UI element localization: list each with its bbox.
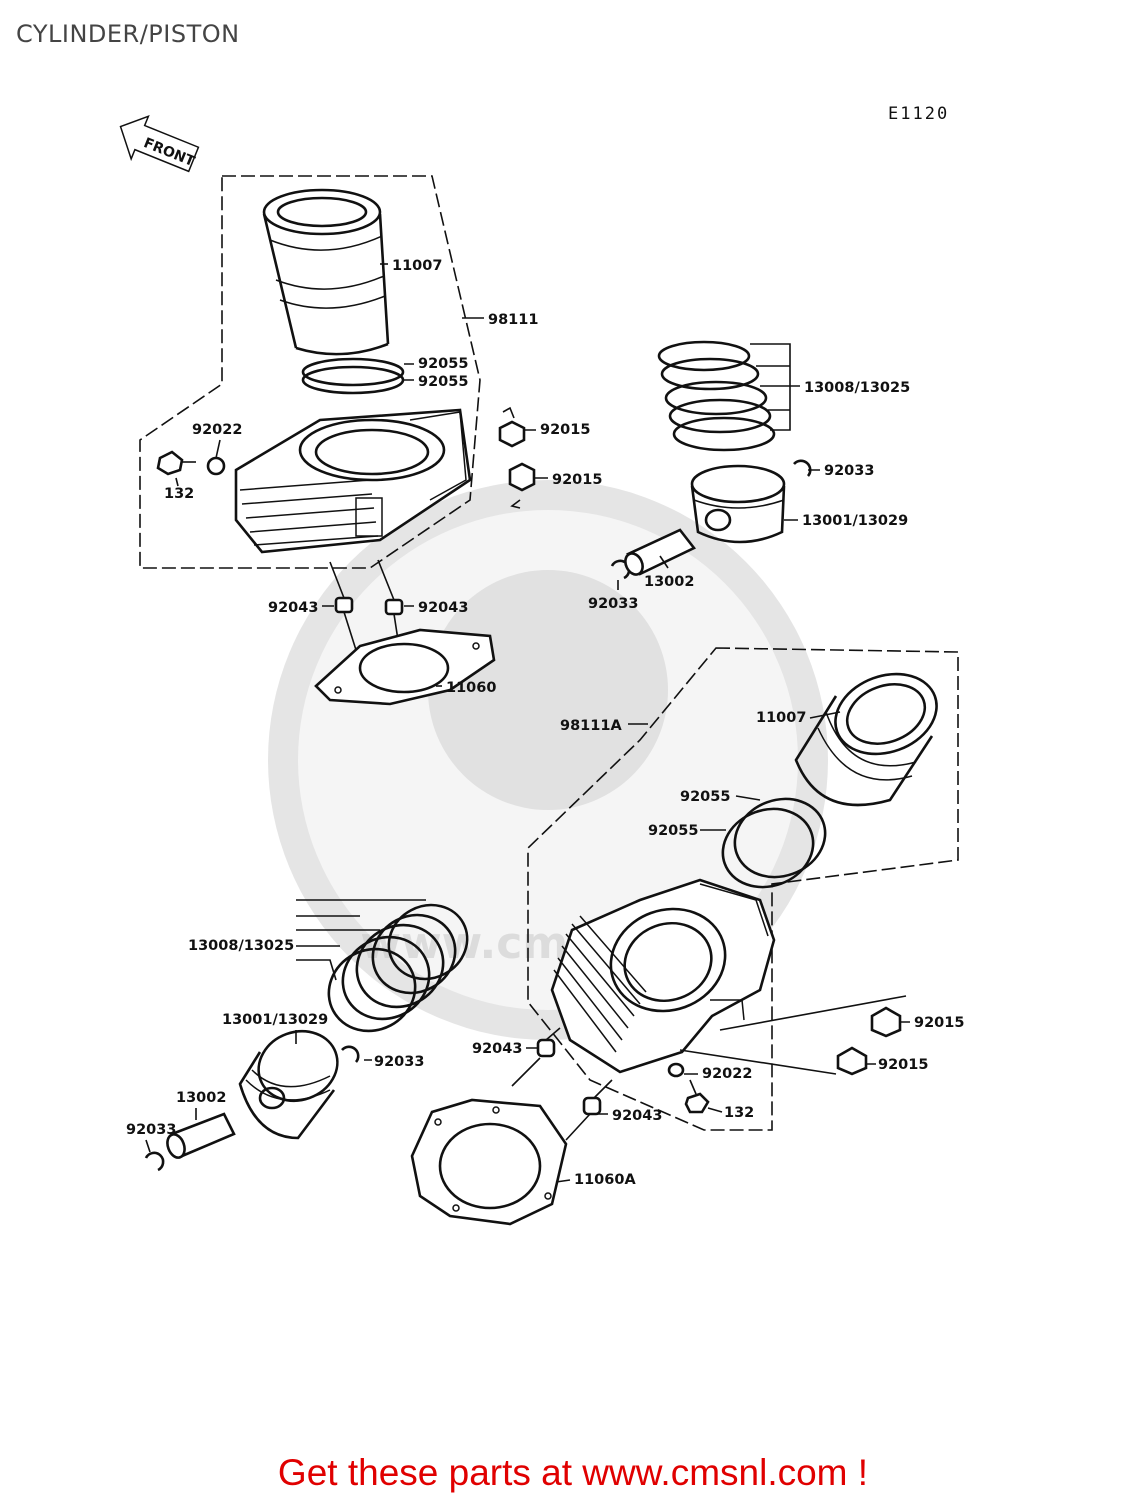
front-cylinder-block: [550, 878, 776, 1074]
callout-rear-dowel-a: 92043: [268, 600, 318, 616]
callout-front-oring-a: 92055: [680, 789, 730, 805]
front-clip-left: [144, 1151, 165, 1172]
front-leader-lines: [145, 711, 910, 1183]
rear-leader-lines: [175, 263, 820, 687]
callout-rear-bolt: 132: [164, 486, 194, 502]
callout-front-nut-a: 92015: [914, 1015, 964, 1031]
front-clip-right: [341, 1045, 360, 1063]
callout-rear-cyl-assy: 98111: [488, 312, 538, 328]
front-arrow-icon: FRONT: [119, 114, 200, 173]
callout-front-liner: 11007: [756, 710, 806, 726]
front-label: FRONT: [141, 135, 197, 170]
callout-front-piston: 13001/13029: [222, 1012, 328, 1028]
rear-cylinder-liner: [262, 188, 390, 356]
front-piston-pin: [166, 1112, 236, 1159]
front-dowel-upper: [536, 1038, 556, 1058]
callout-rear-gasket: 11060: [446, 680, 496, 696]
rear-piston: [690, 464, 786, 544]
callout-rear-oring-a: 92055: [418, 356, 468, 372]
front-cylinder-liner: [794, 672, 938, 807]
rear-piston-pin: [624, 528, 697, 576]
callout-rear-pin: 13002: [644, 574, 694, 590]
callout-front-nut-b: 92015: [878, 1057, 928, 1073]
front-nut-upper: [870, 1006, 902, 1038]
rear-assembly-outline: [139, 175, 481, 569]
rear-nut-lower: [508, 462, 536, 492]
front-assembly-outline: [527, 647, 959, 1131]
callout-front-clip-b: 92033: [126, 1122, 176, 1138]
callout-rear-oring-b: 92055: [418, 374, 468, 390]
callout-front-oring-b: 92055: [648, 823, 698, 839]
callout-rear-washer: 92022: [192, 422, 242, 438]
callout-front-gasket: 11060A: [574, 1172, 636, 1188]
page-title: CYLINDER/PISTON: [16, 20, 240, 48]
callout-rear-nut-a: 92015: [540, 422, 590, 438]
callout-rear-clip-a: 92033: [824, 463, 874, 479]
rear-oring-lower: [301, 365, 405, 395]
callout-rear-dowel-b: 92043: [418, 600, 468, 616]
callout-front-clip-a: 92033: [374, 1054, 424, 1070]
front-bolt-132: [684, 1079, 710, 1114]
callout-rear-liner: 11007: [392, 258, 442, 274]
front-washer-92022: [667, 1062, 685, 1078]
front-dowel-lower: [582, 1096, 602, 1116]
rear-cylinder-block: [234, 408, 472, 554]
callout-rear-piston: 13001/13029: [802, 513, 908, 529]
rear-base-gasket: [314, 628, 496, 706]
rear-bolt-132: [156, 450, 196, 476]
callout-rear-nut-b: 92015: [552, 472, 602, 488]
callout-front-washer: 92022: [702, 1066, 752, 1082]
callout-rear-clip-b: 92033: [588, 596, 638, 612]
callout-front-dowel-a: 92043: [472, 1041, 522, 1057]
callout-rear-rings: 13008/13025: [804, 380, 910, 396]
rear-nut-upper: [498, 420, 526, 448]
callout-front-bolt: 132: [724, 1105, 754, 1121]
rear-piston-rings: [657, 340, 776, 452]
rear-oring-upper: [301, 357, 405, 387]
front-oring-upper: [733, 797, 827, 879]
callout-front-dowel-b: 92043: [612, 1108, 662, 1124]
rear-washer-92022: [206, 456, 226, 476]
rear-dowel-right: [384, 598, 404, 616]
front-piston-rings: [327, 903, 469, 1033]
front-base-gasket: [410, 1098, 568, 1226]
rear-dowel-left: [334, 596, 354, 614]
callout-front-cyl-assy: 98111A: [560, 718, 622, 734]
diagram-code: E1120: [888, 104, 950, 124]
callout-front-rings: 13008/13025: [188, 938, 294, 954]
front-piston: [238, 1029, 339, 1140]
front-nut-lower: [836, 1046, 868, 1076]
rear-clip-right: [793, 459, 812, 477]
callout-front-pin: 13002: [176, 1090, 226, 1106]
promo-link[interactable]: Get these parts at www.cmsnl.com !: [277, 1452, 869, 1493]
front-oring-lower: [721, 807, 815, 889]
